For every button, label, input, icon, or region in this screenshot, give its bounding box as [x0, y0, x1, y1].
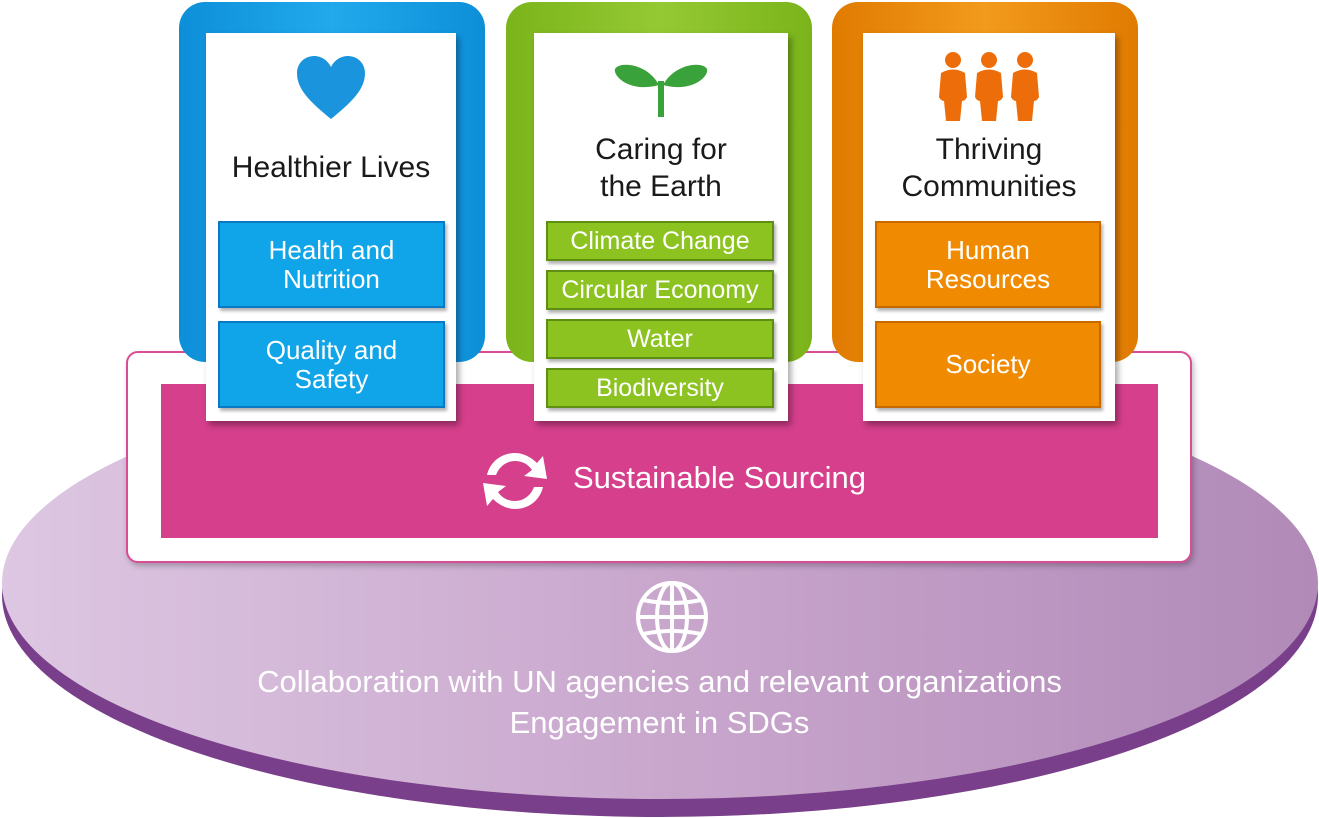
topic-circular-economy: Circular Economy	[546, 270, 774, 310]
card-caring-for-the-earth: Caring for the Earth Climate Change Circ…	[534, 33, 788, 421]
people-icon	[863, 51, 1115, 123]
sprout-icon	[534, 55, 788, 117]
topic-health-and-nutrition: Health and Nutrition	[218, 221, 445, 308]
topic-society: Society	[875, 321, 1101, 408]
card-thriving-communities: Thriving Communities Human Resources Soc…	[863, 33, 1115, 421]
topic-climate-change: Climate Change	[546, 221, 774, 261]
pillar-title: Healthier Lives	[231, 151, 431, 184]
pillar-title: Thriving Communities	[901, 133, 1077, 203]
heart-icon	[206, 55, 456, 121]
card-healthier-lives: Healthier Lives Health and Nutrition Qua…	[206, 33, 456, 421]
topic-biodiversity: Biodiversity	[546, 368, 774, 408]
topic-water: Water	[546, 319, 774, 359]
pillar-title: Caring for the Earth	[595, 133, 727, 203]
refresh-cycle-icon	[475, 441, 555, 521]
globe-icon	[632, 578, 712, 656]
sourcing-content: Sustainable Sourcing	[161, 430, 1158, 530]
topic-human-resources: Human Resources	[875, 221, 1101, 308]
sdg-engagement-text: Engagement in SDGs	[509, 705, 810, 740]
collaboration-text: Collaboration with UN agencies and relev…	[257, 664, 1062, 699]
sourcing-label: Sustainable Sourcing	[573, 460, 866, 495]
topic-quality-and-safety: Quality and Safety	[218, 321, 445, 408]
